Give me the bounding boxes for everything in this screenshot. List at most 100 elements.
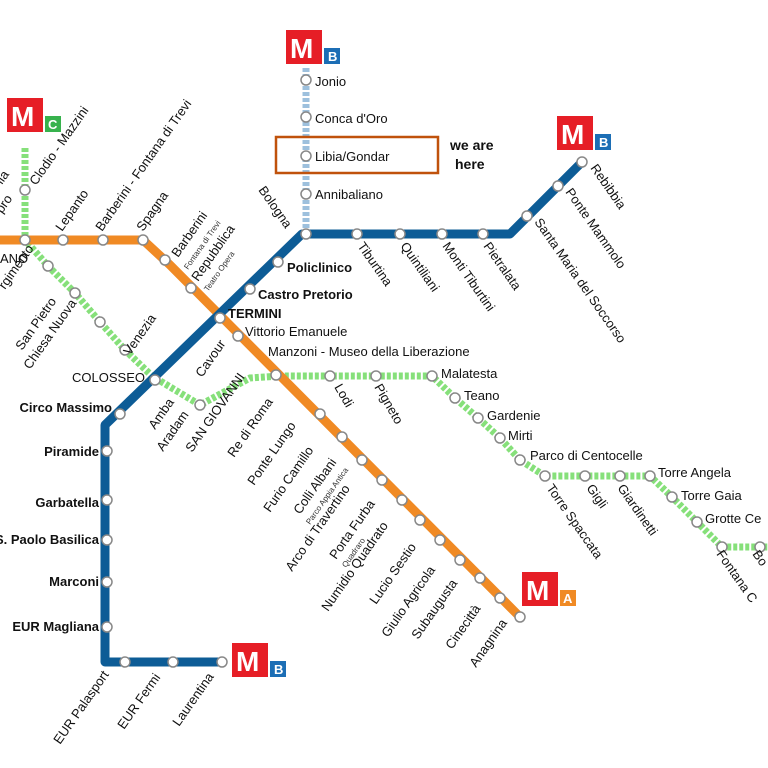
station-labels: Jonio Conca d'Oro Libia/Gondar Annibalia… [0,74,761,634]
station-marker [19,234,31,246]
label-ottaviano: ANO [0,251,28,266]
label-pigneto: Pigneto [371,381,406,427]
label-gardenie: Gardenie [487,408,540,423]
label-rebibbia: Rebibbia [588,161,630,212]
label-venezia: Venezia [120,311,159,358]
station-marker [244,283,256,295]
station-markers [19,74,766,668]
label-bologna: Bologna [256,183,296,231]
station-marker [477,228,489,240]
line-letter: B [274,662,283,677]
label-libia-gondar: Libia/Gondar [315,149,390,164]
station-marker [666,491,678,503]
label-termini: TERMINI [228,306,281,321]
line-letter: B [599,135,608,150]
label-policlinico: Policlinico [287,260,352,275]
label-lia: lia [0,167,12,187]
label-lodi: Lodi [331,381,356,410]
station-marker [149,374,161,386]
label-santa-maria: Santa Maria del Soccorso [532,215,630,346]
station-marker [300,228,312,240]
station-marker [521,210,533,222]
logo-line-b-bottom: M B [232,643,286,677]
station-marker [101,445,113,457]
station-marker [579,470,591,482]
label-parco-centocelle: Parco di Centocelle [530,448,643,463]
label-eur-magliana: EUR Magliana [12,619,99,634]
station-marker [97,234,109,246]
station-marker [101,494,113,506]
station-marker [370,370,382,382]
highlight-box [274,135,440,175]
station-marker [614,470,626,482]
logo-line-c: M C [7,98,61,132]
label-giardinetti: Giardinetti [615,481,661,538]
label-gigli: Gigli [584,481,611,511]
label-quintiliani: Quintiliani [398,239,443,294]
station-marker [137,234,149,246]
label-mirti: Mirti [508,428,533,443]
label-garbatella: Garbatella [35,495,99,510]
label-eur-palasport: EUR Palasport [50,667,112,746]
station-marker [376,474,388,486]
station-marker [314,408,326,420]
station-marker [101,621,113,633]
station-marker [396,494,408,506]
station-marker [232,330,244,342]
label-risorgimento: rgimento [0,242,36,292]
line-letter: A [563,591,573,606]
label-circo-massimo: Circo Massimo [20,400,113,415]
station-marker [94,316,106,328]
station-marker [300,111,312,123]
label-pietralata: Pietralata [481,239,525,293]
station-marker [19,184,31,196]
label-conca-doro: Conca d'Oro [315,111,388,126]
station-marker [214,312,226,324]
label-marconi: Marconi [49,574,99,589]
station-marker [42,260,54,272]
label-malatesta: Malatesta [441,366,498,381]
label-san-paolo: S. Paolo Basilica [0,532,100,547]
station-marker [754,541,766,553]
station-marker [691,516,703,528]
station-marker [644,470,656,482]
metro-logo-letter: M [290,33,313,64]
station-marker [216,656,228,668]
station-marker [539,470,551,482]
station-marker [324,370,336,382]
station-marker [185,282,197,294]
station-marker [167,656,179,668]
label-spagna: Spagna [133,188,171,234]
station-marker [576,156,588,168]
station-marker [426,370,438,382]
station-marker [194,399,206,411]
line-letter: B [328,49,337,64]
station-marker [716,541,728,553]
station-marker [300,150,312,162]
label-cavour: Cavour [192,336,229,379]
label-jonio: Jonio [315,74,346,89]
label-eur-fermi: EUR Fermi [114,670,163,731]
station-marker [270,369,282,381]
logo-line-a: M A [522,572,576,606]
station-marker [300,74,312,86]
station-marker [300,188,312,200]
station-marker [119,656,131,668]
line-letter: C [48,117,58,132]
callout-line-1: we are [449,137,494,153]
station-marker [101,534,113,546]
station-marker [434,534,446,546]
station-marker [494,592,506,604]
label-pro: pro [0,192,15,216]
station-marker [514,454,526,466]
station-marker [394,228,406,240]
station-marker [449,392,461,404]
station-marker [514,611,526,623]
station-marker [552,180,564,192]
label-castro-pretorio: Castro Pretorio [258,287,353,302]
station-marker [101,576,113,588]
station-marker [351,228,363,240]
label-piramide: Piramide [44,444,99,459]
metro-logo-letter: M [561,119,584,150]
